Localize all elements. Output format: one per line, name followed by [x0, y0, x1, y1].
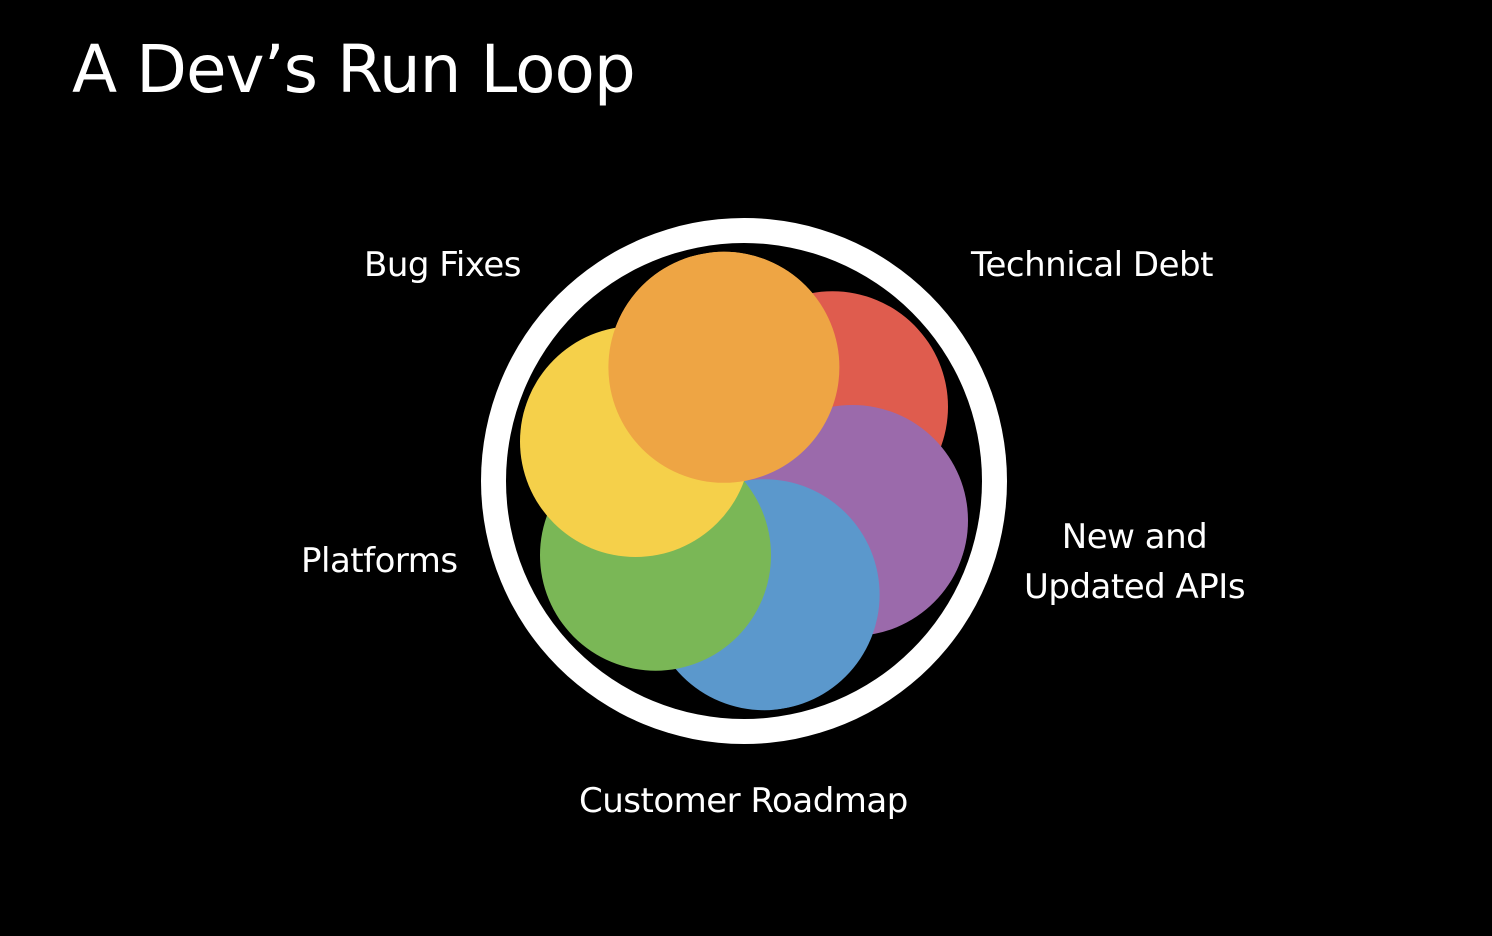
- label-bug-fixes: Bug Fixes: [364, 245, 522, 285]
- label-technical-debt: Technical Debt: [971, 245, 1213, 285]
- label-apis-line-2: Updated APIs: [1024, 567, 1246, 607]
- label-platforms: Platforms: [301, 541, 458, 581]
- label-customer-roadmap: Customer Roadmap: [579, 781, 908, 821]
- label-apis-line-1: New and: [1061, 517, 1208, 557]
- slice-orange-bug-fixes: [608, 251, 840, 483]
- label-new-and-updated-apis: New and Updated APIs: [1024, 512, 1246, 612]
- slide-title: A Dev’s Run Loop: [72, 31, 636, 108]
